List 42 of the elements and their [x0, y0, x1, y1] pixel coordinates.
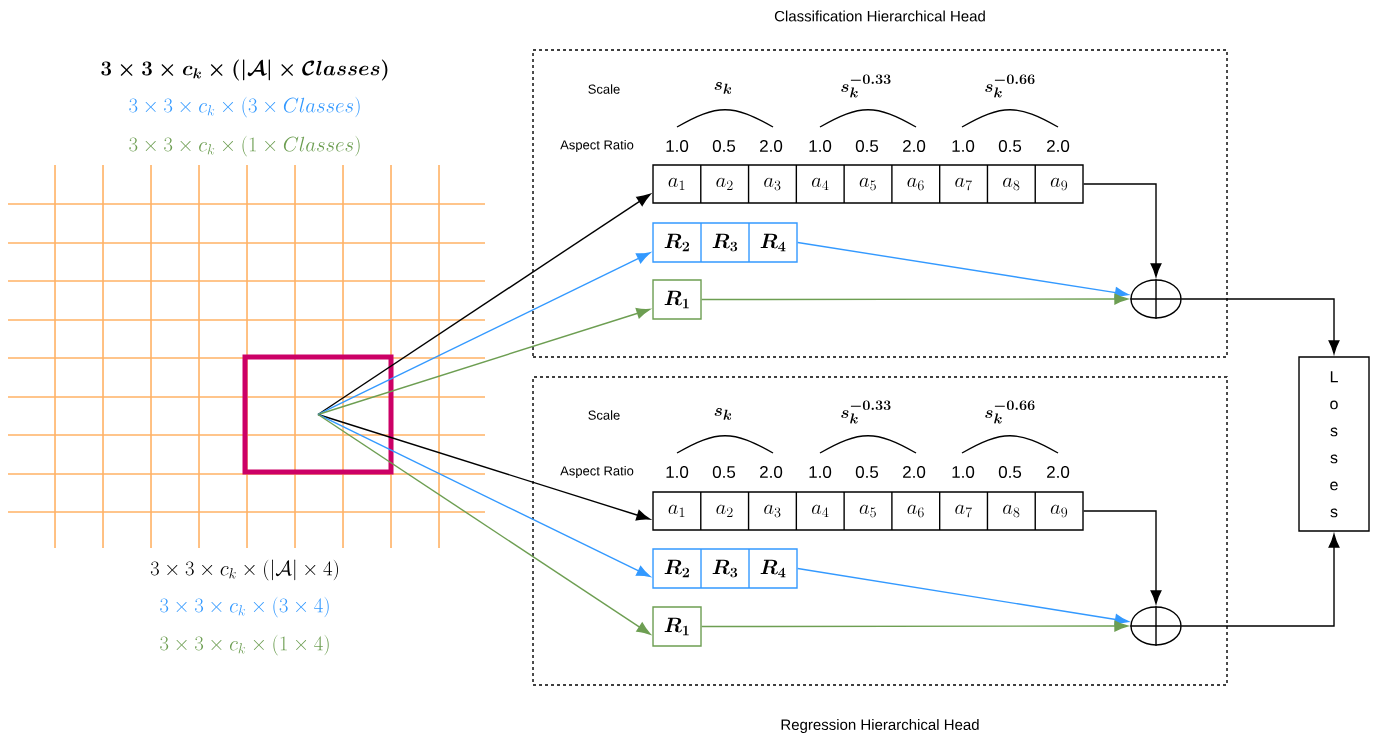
shape-formula: $3\times 3\times c_k\times (|\mathcal{A}|\times 4)$ [150, 559, 338, 581]
scale-formula: $s_k$ [714, 408, 732, 420]
cell-row: $R_2$ $R_3$ $R_4$ [652, 222, 798, 263]
scale-formula: $s_k^{-0.66}$ [985, 74, 1035, 98]
axis-label: Aspect Ratio [560, 139, 634, 153]
panel-title: Regression Hierarchical Head [781, 719, 979, 733]
shape-formula: $3\times 3\times c_k\times (3\times Classes)$ [129, 96, 360, 118]
arrow [797, 567, 1129, 625]
dashed-panel [532, 10, 1228, 358]
scale-formula: $s_k^{-0.33}$ [841, 74, 891, 98]
losses-box: Losses [1298, 356, 1370, 532]
panel-title: Classification Hierarchical Head [774, 10, 985, 22]
scale-formula: $s_k^{-0.33}$ [841, 400, 891, 424]
arrow [701, 293, 1129, 305]
arrow [1083, 183, 1162, 278]
axis-label: Scale [588, 84, 620, 94]
arrow [317, 307, 651, 416]
dashed-panel [532, 376, 1228, 733]
arrow [701, 620, 1129, 632]
arrow [1083, 510, 1162, 605]
arrow [1181, 533, 1340, 627]
axis-label: Scale [588, 410, 620, 420]
cell-row: $R_1$ [652, 279, 702, 320]
cell-row: $a_1$ $a_2$ $a_3$ $a_4$ $a_5$ $a_6$ $a_7$ $a_8$ $a_9$ [652, 164, 1084, 204]
arrow [1181, 298, 1340, 355]
shape-formula: $3\times 3\times c_k\times (1\times 4)$ [160, 634, 329, 656]
shape-formula: $3\times 3\times c_k\times (3\times 4)$ [160, 596, 329, 618]
scale-formula: $s_k$ [714, 82, 732, 94]
sum-symbol [1129, 278, 1183, 320]
arrow [317, 252, 651, 416]
sum-symbol [1129, 605, 1183, 647]
arrow [797, 241, 1129, 299]
focus-square [242, 354, 394, 475]
cell-row: $a_1$ $a_2$ $a_3$ $a_4$ $a_5$ $a_6$ $a_7$ $a_8$ $a_9$ [652, 491, 1084, 531]
cell-row: $R_1$ [652, 606, 702, 647]
shape-formula: $3\times 3\times c_k\times (1\times Classes)$ [129, 135, 360, 157]
scale-formula: $s_k^{-0.66}$ [985, 400, 1035, 424]
cell-row: $R_2$ $R_3$ $R_4$ [652, 548, 798, 589]
shape-formula: $3\times 3\times c_k\times (|\mathcal{A}|\times \mathcal{C}lasses)$ [101, 59, 388, 81]
arrow [317, 413, 651, 578]
axis-label: Aspect Ratio [560, 465, 634, 479]
arrow [317, 413, 651, 635]
